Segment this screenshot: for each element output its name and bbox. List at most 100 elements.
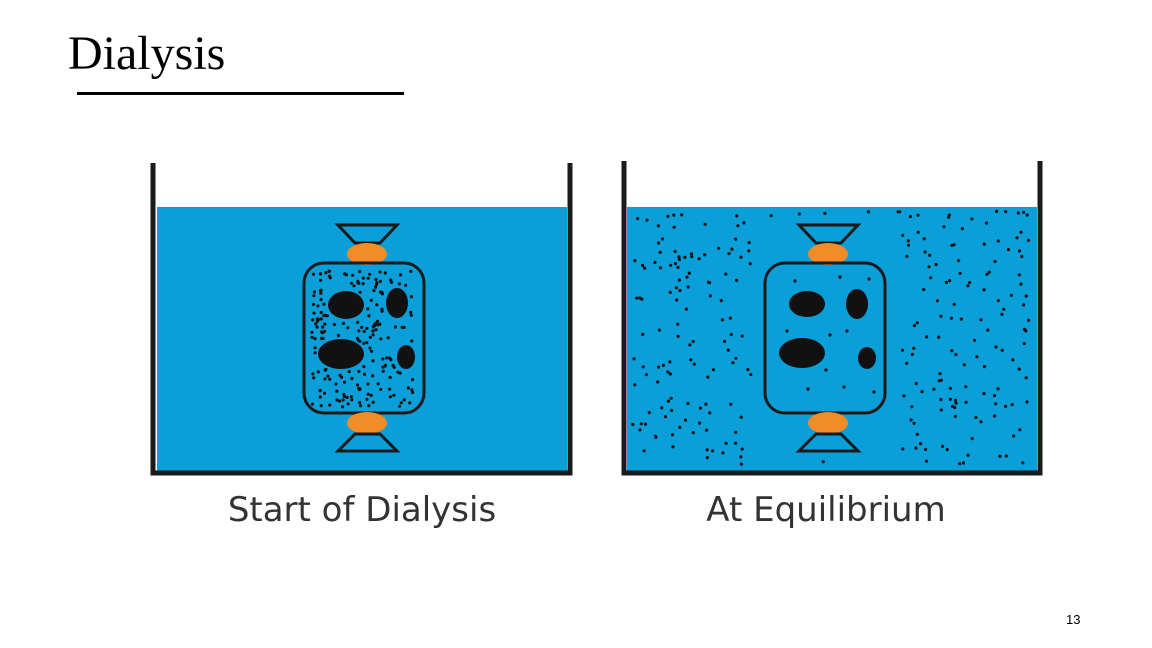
- small-molecule: [923, 250, 927, 254]
- small-molecule: [948, 386, 953, 390]
- small-molecule: [686, 401, 690, 406]
- small-molecule: [676, 334, 680, 338]
- small-molecule: [916, 213, 920, 217]
- small-molecule: [960, 227, 965, 231]
- small-molecule: [398, 273, 403, 277]
- small-molecule: [730, 247, 734, 251]
- small-molecule: [656, 224, 661, 228]
- small-molecule: [1009, 293, 1014, 297]
- small-molecule: [632, 357, 636, 361]
- clip-top-knot: [347, 243, 387, 265]
- small-molecule: [672, 225, 676, 229]
- small-molecule: [411, 390, 415, 395]
- small-molecule: [324, 271, 328, 275]
- beaker-outline: [621, 161, 1043, 476]
- macromolecule: [846, 289, 868, 319]
- macromolecule: [397, 345, 415, 369]
- small-molecule: [371, 329, 375, 333]
- small-molecule: [705, 456, 709, 460]
- small-molecule: [982, 242, 986, 246]
- small-molecule: [381, 365, 385, 369]
- small-molecule: [690, 255, 694, 259]
- small-molecule: [906, 243, 911, 247]
- small-molecule: [939, 408, 943, 412]
- small-molecule: [666, 370, 670, 374]
- small-molecule: [1024, 376, 1028, 380]
- small-molecule: [677, 278, 682, 282]
- small-molecule: [924, 459, 929, 463]
- small-molecule: [1004, 454, 1008, 458]
- small-molecule: [684, 307, 689, 311]
- small-molecule: [938, 372, 942, 376]
- small-molecule: [941, 444, 945, 448]
- small-molecule: [318, 289, 323, 293]
- small-molecule: [734, 237, 738, 241]
- small-molecule: [362, 365, 366, 369]
- small-molecule: [845, 329, 849, 333]
- small-molecule: [973, 338, 977, 342]
- small-molecule: [705, 448, 709, 452]
- small-molecule: [647, 411, 651, 415]
- small-molecule: [942, 225, 946, 229]
- small-molecule: [953, 414, 957, 418]
- small-molecule: [669, 263, 673, 267]
- small-molecule: [922, 237, 926, 241]
- small-molecule: [381, 369, 385, 373]
- small-molecule: [315, 317, 319, 321]
- clip-bottom-knot: [808, 412, 848, 434]
- small-molecule: [399, 401, 403, 405]
- small-molecule: [944, 280, 948, 284]
- small-molecule: [954, 352, 958, 357]
- small-molecule: [949, 316, 954, 320]
- small-molecule: [720, 318, 725, 322]
- small-molecule: [367, 314, 371, 318]
- small-molecule: [729, 333, 733, 337]
- small-molecule: [313, 337, 317, 341]
- small-molecule: [939, 314, 943, 318]
- small-molecule: [749, 372, 753, 377]
- small-molecule: [386, 336, 390, 340]
- small-molecule: [1000, 348, 1004, 352]
- small-molecule: [356, 383, 360, 387]
- small-molecule: [929, 276, 933, 280]
- small-molecule: [371, 374, 375, 378]
- small-molecule: [374, 282, 378, 287]
- small-molecule: [397, 282, 402, 286]
- small-molecule: [728, 316, 733, 320]
- small-molecule: [361, 276, 365, 280]
- small-molecule: [657, 241, 661, 245]
- small-molecule: [357, 369, 361, 374]
- small-molecule: [409, 269, 413, 273]
- small-molecule: [992, 414, 997, 418]
- small-molecule: [327, 274, 332, 278]
- small-molecule: [406, 386, 410, 390]
- small-molecule: [366, 307, 370, 311]
- page-number: 13: [1066, 612, 1081, 627]
- small-molecule: [905, 361, 909, 365]
- small-molecule: [370, 349, 374, 353]
- small-molecule: [734, 430, 738, 434]
- small-molecule: [739, 255, 743, 259]
- small-molecule: [975, 355, 979, 359]
- small-molecules-inside: [785, 275, 876, 394]
- small-molecule: [821, 460, 825, 464]
- small-molecule: [328, 377, 332, 381]
- small-molecule: [683, 255, 687, 259]
- clip-top-funnel: [795, 223, 862, 245]
- small-molecule: [357, 329, 361, 333]
- small-molecule: [912, 324, 917, 328]
- small-molecule: [982, 392, 986, 396]
- small-molecule: [1004, 210, 1008, 214]
- small-molecule: [957, 259, 961, 263]
- small-molecule: [643, 422, 648, 426]
- small-molecule: [383, 363, 387, 367]
- small-molecule: [793, 279, 797, 283]
- small-molecule: [866, 210, 871, 214]
- small-molecule: [379, 387, 383, 391]
- small-molecule: [1012, 434, 1016, 438]
- small-molecule: [376, 319, 380, 323]
- small-molecule: [719, 299, 723, 303]
- small-molecule: [321, 325, 325, 329]
- small-molecule: [368, 346, 372, 350]
- small-molecule: [915, 432, 919, 436]
